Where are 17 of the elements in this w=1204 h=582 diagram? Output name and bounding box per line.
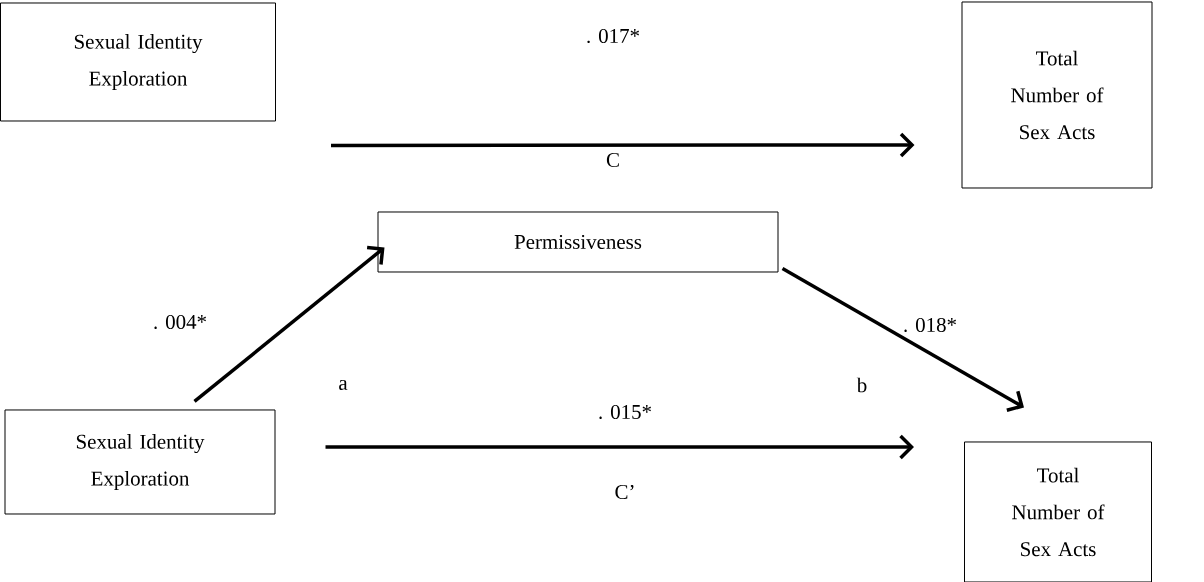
variable-box: Permissiveness [377, 211, 779, 273]
edge-label: . 015* [599, 404, 651, 420]
path-label: C’ [615, 484, 634, 500]
path-label: C [606, 152, 619, 167]
variable-box: Sexual Identity Exploration [4, 409, 276, 515]
arrow [781, 266, 1024, 412]
path-label: a [339, 380, 348, 390]
arrow [325, 434, 914, 460]
path-label: b [856, 377, 867, 393]
arrow [193, 245, 385, 403]
edge-label: . 018* [904, 317, 956, 333]
edge-label: . 004* [154, 314, 206, 330]
variable-box: Total Number of Sex Acts [961, 1, 1153, 189]
variable-box: Sexual Identity Exploration [0, 2, 276, 122]
arrow [331, 132, 915, 158]
edge-label: . 017* [587, 28, 639, 44]
variable-box: Total Number of Sex Acts [964, 441, 1152, 582]
